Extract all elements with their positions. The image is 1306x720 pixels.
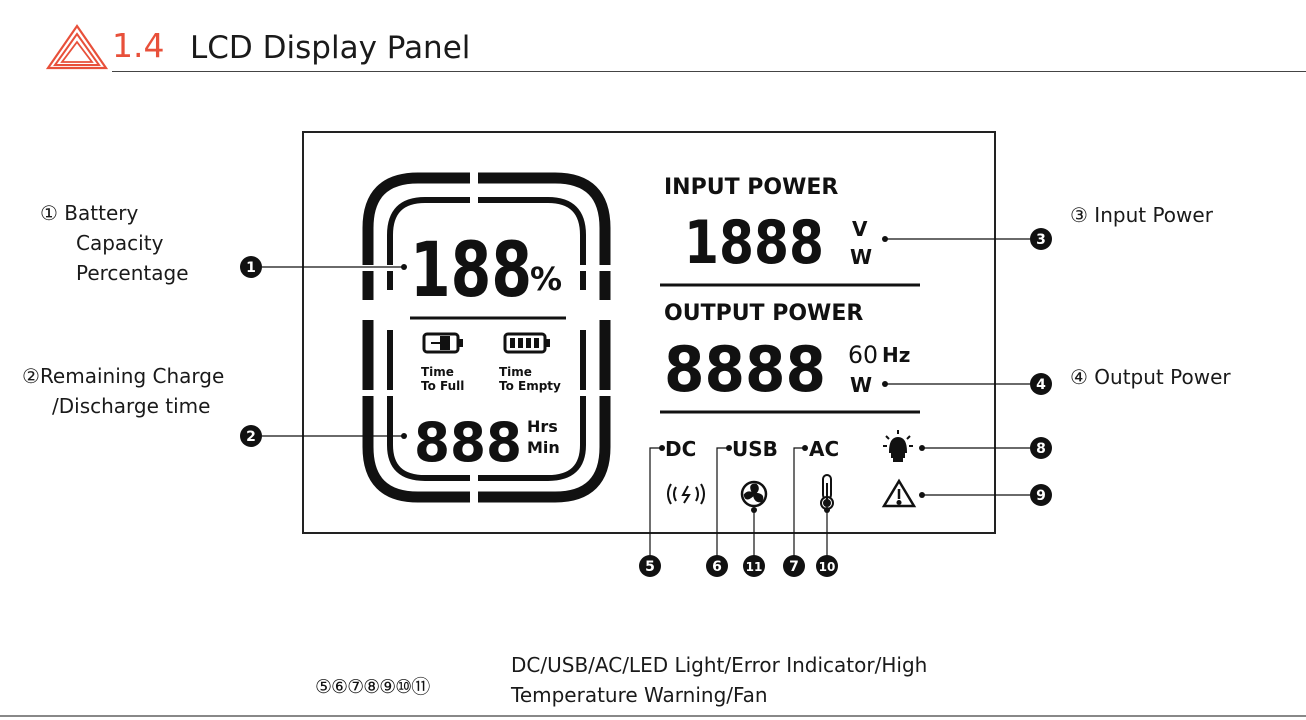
- leader-lines: [262, 238, 1030, 556]
- svg-text:6: 6: [712, 559, 722, 575]
- footer-line-1: DC/USB/AC/LED Light/Error Indicator/High: [511, 653, 928, 677]
- time-to-empty-line1: Time: [499, 365, 532, 379]
- output-unit-w: W: [850, 373, 872, 397]
- thermometer-icon: [820, 474, 834, 510]
- marker-1: 1: [240, 256, 262, 278]
- time-to-empty-line2: To Empty: [499, 379, 561, 393]
- wireless-icon: [667, 483, 705, 505]
- leader-dots: [401, 236, 925, 513]
- marker-11: 11: [743, 555, 765, 577]
- min-label: Min: [527, 438, 560, 457]
- battery-percent-digits: 188: [410, 225, 532, 314]
- marker-5: 5: [639, 555, 661, 577]
- svg-text:10: 10: [819, 560, 836, 574]
- output-unit-hz: Hz: [882, 343, 910, 367]
- battery-frame: [362, 172, 611, 503]
- input-unit-w: W: [850, 245, 872, 269]
- marker-3: 3: [1030, 228, 1052, 250]
- callout-output-power: ④ Output Power: [1070, 365, 1231, 389]
- callout-marker: ①: [40, 201, 58, 225]
- svg-text:4: 4: [1036, 377, 1046, 393]
- fan-icon: [740, 480, 768, 508]
- callout-input-power: ③ Input Power: [1070, 203, 1213, 227]
- callout-marker: ②: [22, 364, 40, 388]
- callout-remaining-time: ②Remaining Charge /Discharge time: [22, 364, 225, 418]
- percent-sign: %: [530, 260, 562, 298]
- svg-text:1: 1: [246, 260, 256, 276]
- marker-2: 2: [240, 425, 262, 447]
- led-light-icon: [883, 430, 913, 462]
- marker-10: 10: [816, 555, 838, 577]
- bottom-divider: [0, 715, 1306, 717]
- marker-9: 9: [1030, 484, 1052, 506]
- footer-description: DC/USB/AC/LED Light/Error Indicator/High…: [511, 650, 927, 710]
- output-power-label: OUTPUT POWER: [664, 301, 863, 326]
- input-power-label: INPUT POWER: [664, 175, 838, 200]
- svg-text:2: 2: [246, 429, 256, 445]
- time-digits: 888: [414, 411, 522, 474]
- usb-label: USB: [732, 437, 778, 461]
- hrs-label: Hrs: [527, 417, 558, 436]
- input-digits: 1888: [684, 208, 824, 278]
- marker-8: 8: [1030, 437, 1052, 459]
- time-to-full-line2: To Full: [421, 379, 464, 393]
- time-to-full-line1: Time: [421, 365, 454, 379]
- svg-text:7: 7: [789, 559, 799, 575]
- page-title: LCD Display Panel: [190, 30, 471, 66]
- ac-label: AC: [809, 437, 839, 461]
- triangle-logo-icon: [46, 24, 108, 70]
- input-unit-v: V: [852, 217, 868, 241]
- battery-icon: [503, 332, 550, 354]
- header-divider: [112, 71, 1306, 72]
- svg-text:8: 8: [1036, 441, 1046, 457]
- svg-text:3: 3: [1036, 232, 1046, 248]
- output-hz-digits: 60: [848, 341, 878, 369]
- marker-4: 4: [1030, 373, 1052, 395]
- footer-marker-list: ⑤⑥⑦⑧⑨⑩⑪: [315, 676, 430, 698]
- section-number: 1.4: [112, 26, 165, 65]
- charge-plug-icon: [422, 332, 463, 354]
- callout-battery-capacity: ① Battery Capacity Percentage: [40, 201, 189, 285]
- dc-label: DC: [665, 437, 696, 461]
- svg-text:5: 5: [645, 559, 655, 575]
- marker-6: 6: [706, 555, 728, 577]
- footer-line-2: Temperature Warning/Fan: [511, 683, 768, 707]
- callout-marker: ③: [1070, 203, 1088, 227]
- svg-text:9: 9: [1036, 488, 1046, 504]
- svg-text:11: 11: [746, 560, 763, 574]
- output-digits: 8888: [664, 333, 826, 406]
- warning-icon: [881, 478, 917, 508]
- battery-frame-inner: [387, 197, 586, 481]
- callout-marker: ④: [1070, 365, 1088, 389]
- marker-7: 7: [783, 555, 805, 577]
